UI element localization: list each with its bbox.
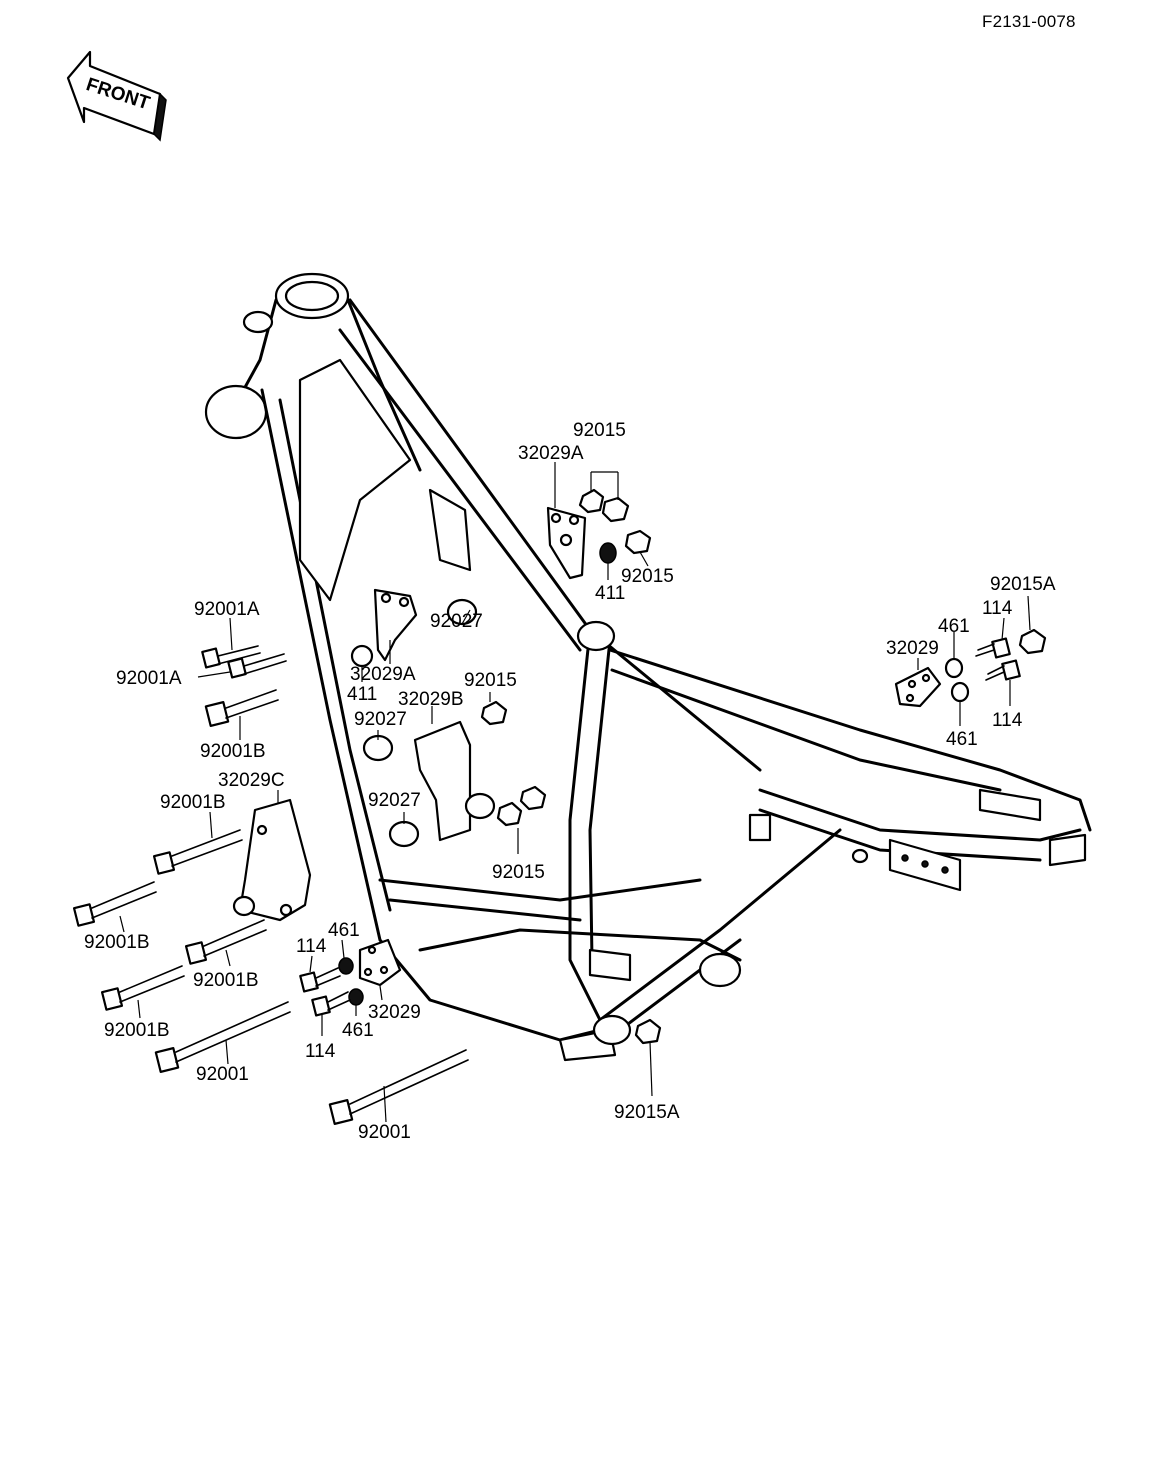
part-callouts: 92015 32029A 92015 411 92001A 92001A 920… [84, 420, 1056, 1143]
callout-92015A-low: 92015A [614, 1102, 680, 1123]
callout-92015-low: 92015 [492, 862, 545, 883]
callout-461-1: 461 [328, 920, 360, 941]
callout-32029-low: 32029 [368, 1002, 421, 1023]
callout-114-3: 114 [982, 598, 1013, 619]
callout-92015A-right: 92015A [990, 574, 1056, 595]
callout-92027-2: 92027 [354, 709, 407, 730]
callout-32029A-top: 32029A [518, 443, 584, 464]
callout-32029-right: 32029 [886, 638, 939, 659]
callout-32029A-mid: 32029A [350, 664, 416, 685]
callout-461-3: 461 [938, 616, 970, 637]
motorcycle-frame [204, 272, 1092, 1062]
bracket-32029A-mid [373, 588, 418, 662]
callout-92027-1: 92027 [430, 611, 483, 632]
callout-92001A-1: 92001A [194, 599, 260, 620]
callout-32029B: 32029B [398, 689, 464, 710]
callout-92001B-1: 92001B [200, 741, 266, 762]
callout-411-mid: 411 [347, 684, 377, 705]
callout-411-top: 411 [595, 583, 625, 604]
callout-92027-3: 92027 [368, 790, 421, 811]
callout-92015-right: 92015 [464, 670, 517, 691]
leader-lines [119, 462, 1031, 1123]
bolts [72, 637, 1021, 1125]
bracket-32029-right [894, 666, 942, 708]
document-code: F2131-0078 [982, 12, 1076, 31]
callout-92001-2: 92001 [358, 1122, 411, 1143]
callout-92001B-4: 92001B [193, 970, 259, 991]
callout-32029C: 32029C [218, 770, 285, 791]
callout-114-1: 114 [296, 936, 327, 957]
callout-114-2: 114 [305, 1041, 336, 1062]
callout-92001A-2: 92001A [116, 668, 182, 689]
front-arrow-icon: FRONT [66, 50, 167, 142]
callout-92015-mid: 92015 [621, 566, 674, 587]
callout-92001-1: 92001 [196, 1064, 249, 1085]
callout-92015-top: 92015 [573, 420, 626, 441]
bracket-32029B [413, 720, 472, 842]
callout-461-4: 461 [946, 729, 978, 750]
callout-92001B-3: 92001B [84, 932, 150, 953]
callout-114-4: 114 [992, 710, 1023, 731]
bracket-32029-low [358, 938, 402, 987]
callout-461-2: 461 [342, 1020, 374, 1041]
callout-92001B-5: 92001B [104, 1020, 170, 1041]
callout-92001B-2: 92001B [160, 792, 226, 813]
